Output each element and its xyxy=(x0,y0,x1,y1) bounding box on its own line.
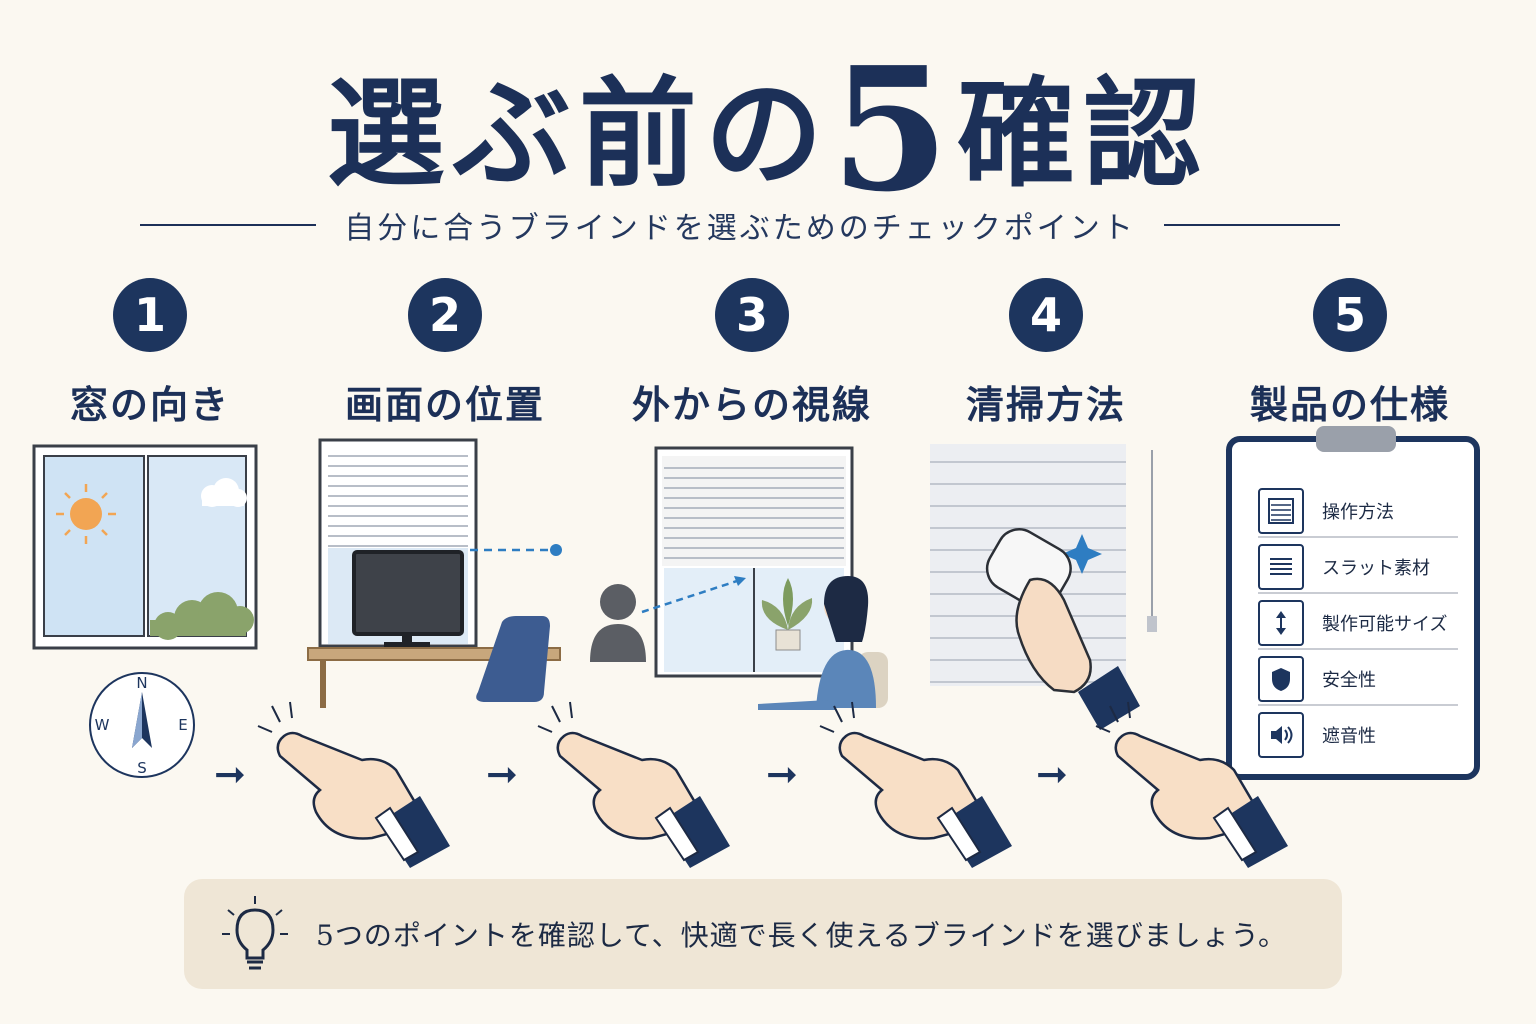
monitor-desk-illustration xyxy=(307,438,562,708)
compass-s: S xyxy=(137,759,147,777)
step-number-badge: 3 xyxy=(715,278,789,352)
arrow-3: ➞ xyxy=(766,752,798,796)
spec-label: 製作可能サイズ xyxy=(1322,614,1448,635)
trees-icon xyxy=(150,592,254,640)
blind-slats xyxy=(664,467,844,559)
arrow-4: ➞ xyxy=(1036,752,1068,796)
title-prefix: 選ぶ前の xyxy=(326,64,831,203)
cleaning-hand-icon xyxy=(985,528,1140,730)
monitor-icon xyxy=(352,550,464,636)
woman-seated-icon xyxy=(758,576,888,710)
arrow-2: ➞ xyxy=(486,752,518,796)
step-number-badge: 4 xyxy=(1009,278,1083,352)
spec-item-slat: スラット素材 xyxy=(1258,542,1458,594)
tip-text: 5つのポイントを確認して、快適で長く使えるブラインドを選びましょう。 xyxy=(316,919,1288,952)
step-5: 5 製品の仕様 xyxy=(1200,278,1500,429)
spec-item-sound: 遮音性 xyxy=(1258,710,1458,760)
window-sun-illustration xyxy=(32,444,258,650)
subtitle-row: 自分に合うブラインドを選ぶためのチェックポイント xyxy=(140,200,1340,250)
spec-label: 安全性 xyxy=(1322,670,1376,691)
spec-item-operation: 操作方法 xyxy=(1258,486,1458,538)
shield-icon xyxy=(1258,656,1304,702)
spec-label: 遮音性 xyxy=(1322,726,1376,747)
title-number: 5 xyxy=(830,30,958,230)
tip-box: 5つのポイントを確認して、快適で長く使えるブラインドを選びましょう。 xyxy=(184,879,1342,989)
divider-left xyxy=(140,224,317,226)
blind-frame-icon xyxy=(1258,488,1304,534)
pointing-hand-icon xyxy=(537,701,730,868)
pointing-hand-icon xyxy=(819,701,1012,868)
step-label: 製品の仕様 xyxy=(1249,382,1450,427)
person-silhouette-icon xyxy=(590,584,646,662)
title-suffix: 確認 xyxy=(957,64,1210,203)
sparkle-icon xyxy=(1062,534,1102,574)
slats-icon xyxy=(1258,544,1304,590)
lightbulb-icon xyxy=(222,896,288,970)
compass-w: W xyxy=(95,716,110,734)
step-3: 3 外からの視線 xyxy=(602,278,902,429)
spec-label: スラット素材 xyxy=(1322,558,1430,579)
spec-item-safety: 安全性 xyxy=(1258,654,1458,706)
clipboard-clip-icon xyxy=(1316,426,1396,452)
spec-item-size: 製作可能サイズ xyxy=(1258,598,1458,650)
blind-slats xyxy=(328,455,468,547)
compass-icon: N S W E xyxy=(89,672,195,778)
step-label: 窓の向き xyxy=(69,382,230,427)
step-number-badge: 2 xyxy=(408,278,482,352)
step-number-badge: 5 xyxy=(1313,278,1387,352)
step-label: 外からの視線 xyxy=(631,382,872,427)
subtitle: 自分に合うブラインドを選ぶためのチェックポイント xyxy=(344,211,1136,246)
divider-right xyxy=(1163,224,1340,226)
arrow-1: ➞ xyxy=(214,752,246,796)
page-title: 選ぶ前の5確認 xyxy=(0,30,1536,230)
step-4: 4 清掃方法 xyxy=(896,278,1196,429)
compass-e: E xyxy=(178,716,187,734)
pointing-hand-icon xyxy=(257,701,450,868)
compass-n: N xyxy=(136,674,147,692)
outside-view-illustration xyxy=(590,446,888,710)
cloud-icon xyxy=(201,478,247,507)
step-number-badge: 1 xyxy=(113,278,187,352)
pointing-hand-icon xyxy=(1095,701,1288,868)
spec-clipboard: 操作方法 スラット素材 製作可能サイズ 安全性 遮音性 xyxy=(1226,426,1480,780)
speaker-icon xyxy=(1258,712,1304,758)
cleaning-illustration xyxy=(930,444,1157,730)
step-1: 1 窓の向き xyxy=(0,278,300,429)
step-label: 画面の位置 xyxy=(344,382,545,427)
step-label: 清掃方法 xyxy=(965,382,1126,427)
spec-label: 操作方法 xyxy=(1322,502,1394,523)
step-2: 2 画面の位置 xyxy=(295,278,595,429)
plant-icon xyxy=(761,578,813,651)
updown-arrow-icon xyxy=(1258,600,1304,646)
sun-icon xyxy=(56,484,116,544)
